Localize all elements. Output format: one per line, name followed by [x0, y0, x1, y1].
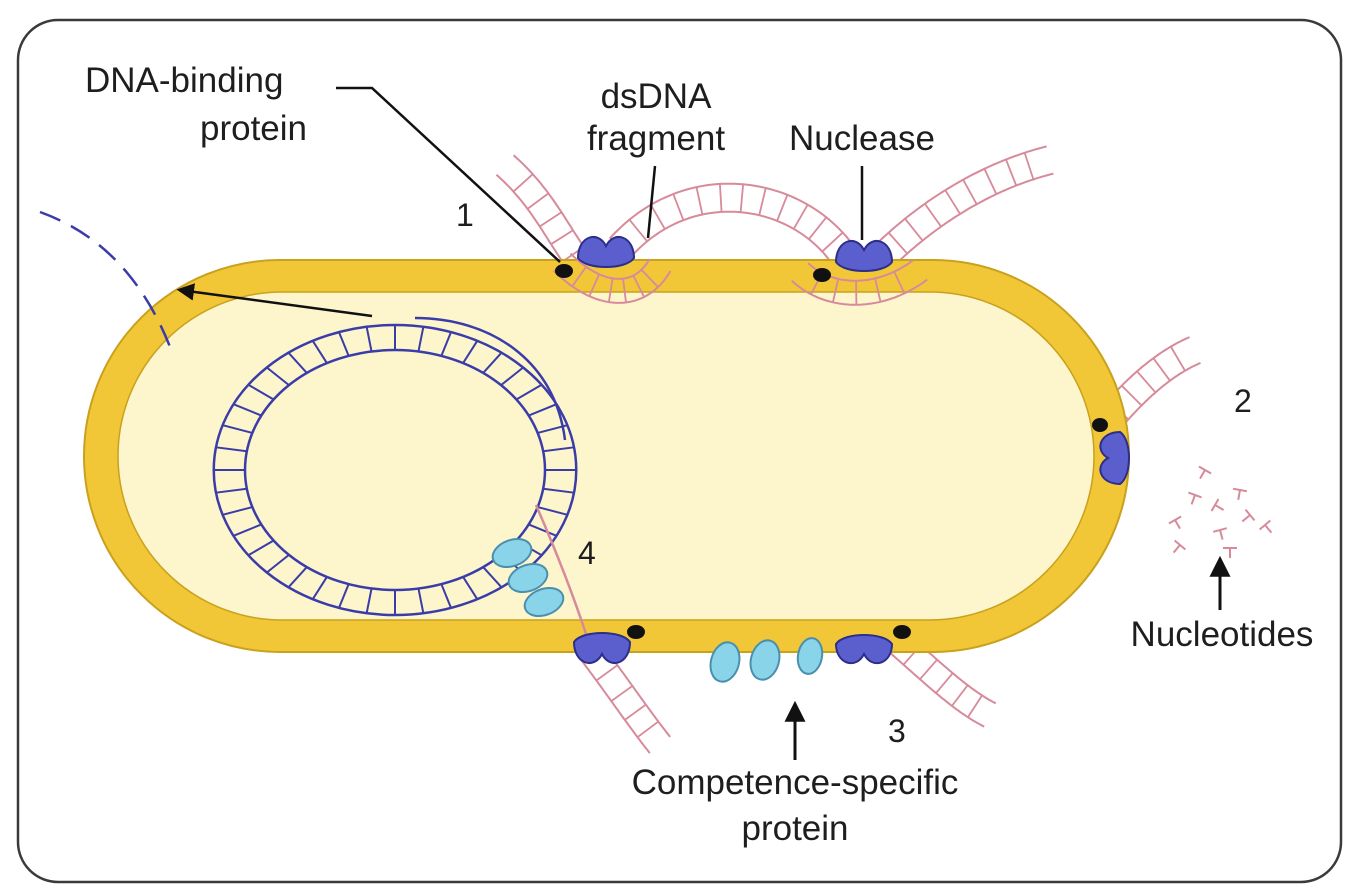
- step-2-label: 2: [1234, 383, 1252, 419]
- dna-binding-label-line2: protein: [200, 109, 307, 148]
- step-3-label: 3: [888, 713, 906, 749]
- step-4-label: 4: [578, 535, 596, 571]
- competence-label-line2: protein: [741, 809, 848, 848]
- nucleotides-label: Nucleotides: [1131, 615, 1314, 654]
- nuclease-label: Nuclease: [789, 119, 935, 158]
- dsdna-label-line2: fragment: [587, 119, 725, 158]
- step-1-label: 1: [456, 197, 474, 233]
- dsdna-label-line1: dsDNA: [601, 77, 713, 116]
- dna-binding-label-line1: DNA-binding: [85, 61, 283, 100]
- competence-label-line1: Competence-specific: [632, 763, 959, 802]
